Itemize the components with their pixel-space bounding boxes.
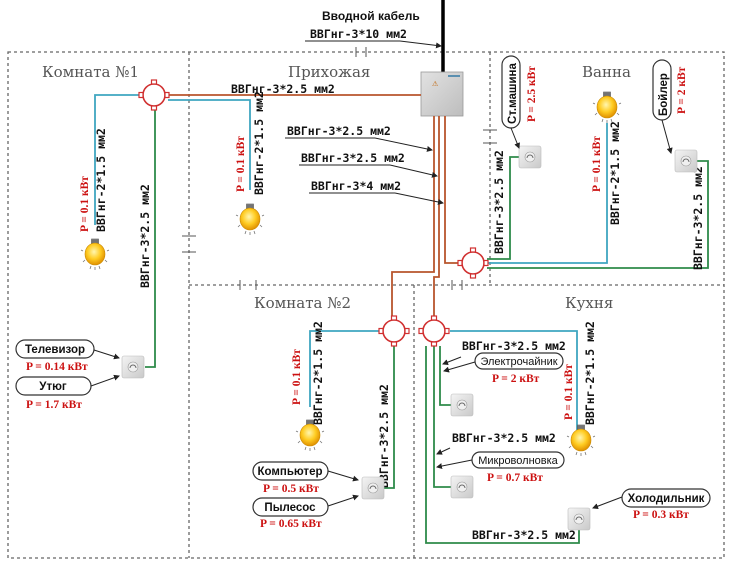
room-title-room1: Комната №1	[42, 63, 139, 81]
socket-icon[interactable]	[567, 507, 591, 531]
distribution-panel[interactable]: ⚠	[420, 71, 464, 117]
appliance-name: Утюг	[39, 381, 67, 393]
light-bulb-icon[interactable]	[235, 203, 265, 236]
cable-label-bath-boiler: ВВГнг-3*2.5 мм2	[691, 166, 705, 270]
appliance-name: Телевизор	[25, 344, 85, 356]
socket-icon[interactable]	[121, 355, 145, 379]
cable-label-panel-out2: ВВГнг-3*2.5 мм2	[301, 151, 405, 165]
appliance-name: Компьютер	[257, 466, 322, 478]
appliance-power: P = 2 кВт	[492, 373, 540, 385]
appliance-fridge[interactable]: Холодильник P = 0.3 кВт	[592, 488, 711, 521]
appliance-iron[interactable]: Утюг P = 1.7 кВт	[15, 374, 120, 411]
cable-label-panel-out3: ВВГнг-3*4 мм2	[311, 179, 401, 193]
socket-icon[interactable]	[361, 476, 385, 500]
power-label-room2-light: P = 0.1 кВт	[291, 349, 303, 405]
appliance-name: Электрочайник	[480, 356, 557, 368]
room-title-kitchen: Кухня	[565, 294, 613, 312]
wire-panel-kitchen	[433, 116, 440, 316]
appliance-computer[interactable]: Компьютер P = 0.5 кВт	[252, 461, 359, 495]
junction-box-kitchen[interactable]	[418, 315, 450, 347]
junction-box-room2[interactable]	[378, 315, 410, 347]
appliance-name: Пылесос	[264, 502, 316, 514]
junction-box-bath[interactable]	[457, 247, 489, 279]
door-marks	[182, 47, 497, 290]
appliance-power: P = 2 кВт	[676, 66, 688, 114]
wire-kitchen-light	[450, 330, 578, 430]
socket-icon[interactable]	[518, 145, 542, 169]
wire-room2-socket	[384, 346, 395, 489]
walls	[7, 51, 725, 559]
appliance-power: P = 1.7 кВт	[26, 399, 82, 411]
room-title-bath: Ванна	[582, 63, 631, 81]
wire-room2-light	[309, 330, 380, 407]
cable-label-room2-socket: ВВГнг-3*2.5 мм2	[377, 384, 391, 488]
appliance-name: Ст.машина	[507, 63, 519, 124]
junction-box-room1[interactable]	[138, 79, 170, 111]
light-bulb-icon[interactable]	[566, 424, 596, 457]
cable-label-kitchen-fridge: ВВГнг-3*2.5 мм2	[472, 528, 576, 542]
appliance-name: Бойлер	[658, 73, 670, 116]
appliance-boiler[interactable]: Бойлер P = 2 кВт	[652, 59, 688, 154]
cable-label-panel-room1: ВВГнг-3*2.5 мм2	[231, 82, 335, 96]
wire-hall-light	[168, 99, 251, 190]
wire-bath-boiler	[487, 160, 709, 269]
wire-kitchen-fridge	[425, 346, 580, 544]
appliance-power: P = 0.7 кВт	[487, 472, 543, 484]
appliance-name: Холодильник	[628, 493, 705, 505]
cable-label-hall-light: ВВГнг-2*1.5 мм2	[252, 91, 266, 195]
light-bulb-icon[interactable]	[80, 238, 110, 271]
wire-bath-light	[487, 123, 608, 264]
appliance-power: P = 0.14 кВт	[26, 361, 88, 373]
appliance-tv[interactable]: Телевизор P = 0.14 кВт	[15, 339, 120, 373]
power-label-kitchen-light: P = 0.1 кВт	[563, 364, 575, 420]
cable-label-panel-out1: ВВГнг-3*2.5 мм2	[287, 124, 391, 138]
wire-panel-bath	[444, 116, 460, 264]
input-cable-title: Вводной кабель	[322, 9, 420, 23]
wire-room1-socket	[145, 110, 156, 368]
appliance-vacuum[interactable]: Пылесос P = 0.65 кВт	[252, 494, 359, 530]
wire-bath-washer	[487, 156, 522, 260]
input-cable-label: ВВГнг-3*10 мм2	[310, 27, 407, 41]
cable-label-bath-light: ВВГнг-2*1.5 мм2	[608, 121, 622, 225]
wire-room1-light	[94, 94, 140, 225]
appliance-washer[interactable]: Ст.машина P = 2.5 кВт	[501, 55, 538, 149]
cable-label-kitchen-kettle: ВВГнг-3*2.5 мм2	[462, 339, 566, 353]
socket-icon[interactable]	[450, 393, 474, 417]
outer-wall	[7, 51, 725, 559]
light-bulb-icon[interactable]	[592, 91, 622, 124]
cable-label-room1-socket: ВВГнг-3*2.5 мм2	[138, 184, 152, 288]
cable-label-room1-light: ВВГнг-2*1.5 мм2	[94, 128, 108, 232]
room-title-hall: Прихожая	[288, 63, 370, 81]
power-label-hall-light: P = 0.1 кВт	[235, 136, 247, 192]
svg-text:⚠: ⚠	[432, 80, 438, 88]
power-label-bath-light: P = 0.1 кВт	[591, 136, 603, 192]
appliance-microwave[interactable]: Микроволновка P = 0.7 кВт	[436, 451, 565, 484]
cable-label-kitchen-micro: ВВГнг-3*2.5 мм2	[452, 431, 556, 445]
socket-icon[interactable]	[450, 475, 474, 499]
power-label-room1-light: P = 0.1 кВт	[79, 176, 91, 232]
wire-kitchen-kettle	[439, 346, 452, 406]
wire-panel-room2	[391, 116, 435, 316]
wire-kitchen-micro	[433, 346, 452, 488]
appliance-power: P = 0.3 кВт	[633, 509, 689, 521]
appliance-power: P = 0.65 кВт	[260, 518, 322, 530]
appliance-power: P = 2.5 кВт	[526, 66, 538, 122]
cable-label-room2-light: ВВГнг-2*1.5 мм2	[311, 321, 325, 425]
cable-label-bath-washer: ВВГнг-3*2.5 мм2	[492, 150, 506, 254]
socket-icon[interactable]	[674, 149, 698, 173]
cable-label-kitchen-light: ВВГнг-2*1.5 мм2	[583, 321, 597, 425]
room-title-room2: Комната №2	[254, 294, 351, 312]
appliance-name: Микроволновка	[478, 455, 558, 467]
appliance-power: P = 0.5 кВт	[263, 483, 319, 495]
appliance-kettle[interactable]: Электрочайник P = 2 кВт	[443, 352, 564, 385]
